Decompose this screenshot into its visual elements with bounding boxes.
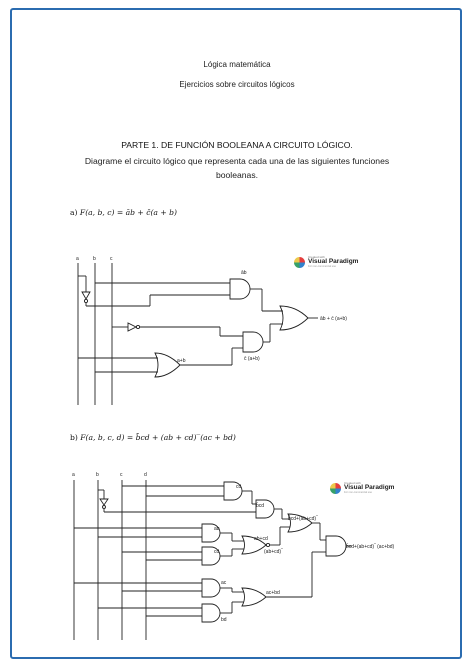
- circuit-b-label-ab: ab: [214, 526, 220, 532]
- visual-paradigm-logo-icon: [294, 256, 305, 268]
- page-border: [10, 8, 462, 659]
- exercise-a-rhs: = āb + c̄(a + b): [116, 208, 177, 217]
- watermark-b-brand: Visual Paradigm: [344, 484, 395, 491]
- topic-title: Ejercicios sobre circuitos lógicos: [179, 80, 295, 89]
- circuit-a-label-output: āb + c̄ (a+b): [320, 316, 347, 322]
- circuit-a-input-c: c: [110, 256, 113, 262]
- circuit-b-label-bcd: b̄cd: [256, 502, 264, 509]
- subject-title: Lógica matemática: [203, 60, 271, 69]
- circuit-b-label-or2: ac+bd: [266, 590, 280, 596]
- part1-heading: PARTE 1. DE FUNCIÓN BOOLEANA A CIRCUITO …: [121, 140, 353, 150]
- exercise-a-expression: a) F(a, b, c) = āb + c̄(a + b): [70, 208, 177, 217]
- exercise-b-label: b): [70, 433, 78, 442]
- watermark-a: Created with Visual Paradigm For non-com…: [294, 256, 358, 268]
- circuit-b-label-or1: ab+cd: [254, 536, 268, 542]
- circuit-b-input-d: d: [144, 472, 147, 478]
- circuit-b-label-or-mid: b̄cd+(ab+cd)‾: [288, 515, 318, 522]
- circuit-a-label-and1: āb: [241, 270, 247, 276]
- instruction-line-1: Diagrame el circuito lógico que represen…: [84, 156, 390, 166]
- watermark-a-top: Created with: [308, 255, 325, 259]
- exercise-b-expression: b) F(a, b, c, d) = b̄cd + (ab + cd)‾(ac …: [70, 433, 236, 442]
- watermark-b-top: Created with: [344, 481, 361, 485]
- exercise-b-rhs: = b̄cd + (ab + cd)‾(ac + bd): [126, 433, 236, 442]
- circuit-b-label-final: b̄cd+(ab+cd)‾ (ac+bd): [346, 543, 395, 550]
- watermark-a-brand: Visual Paradigm: [308, 258, 359, 265]
- circuit-a-input-a: a: [76, 256, 79, 262]
- exercise-b-lhs: F(a, b, c, d): [80, 433, 125, 442]
- instruction-line-2: booleanas.: [215, 170, 259, 180]
- circuit-b-input-b: b: [96, 472, 99, 478]
- visual-paradigm-logo-icon: [330, 482, 341, 494]
- circuit-b-label-bd: bd: [221, 617, 227, 623]
- watermark-a-sub: For non-commercial use: [308, 264, 336, 268]
- circuit-a-input-b: b: [93, 256, 96, 262]
- exercise-a-label: a): [70, 208, 78, 217]
- circuit-a-label-or1: a+b: [177, 358, 186, 364]
- circuit-b-label-ac: ac: [221, 580, 227, 586]
- circuit-b-input-a: a: [72, 472, 75, 478]
- circuit-a-label-and2: c̄ (a+b): [244, 356, 260, 362]
- circuit-b-label-cd2: cd: [214, 549, 220, 555]
- exercise-a-lhs: F(a, b, c): [79, 208, 115, 217]
- circuit-b-label-nor1: (ab+cd)‾: [264, 548, 283, 555]
- watermark-b: Created with Visual Paradigm For non-com…: [330, 482, 394, 494]
- watermark-b-sub: For non-commercial use: [344, 490, 372, 494]
- circuit-b-input-c: c: [120, 472, 123, 478]
- circuit-b-label-cd: cd: [236, 484, 242, 490]
